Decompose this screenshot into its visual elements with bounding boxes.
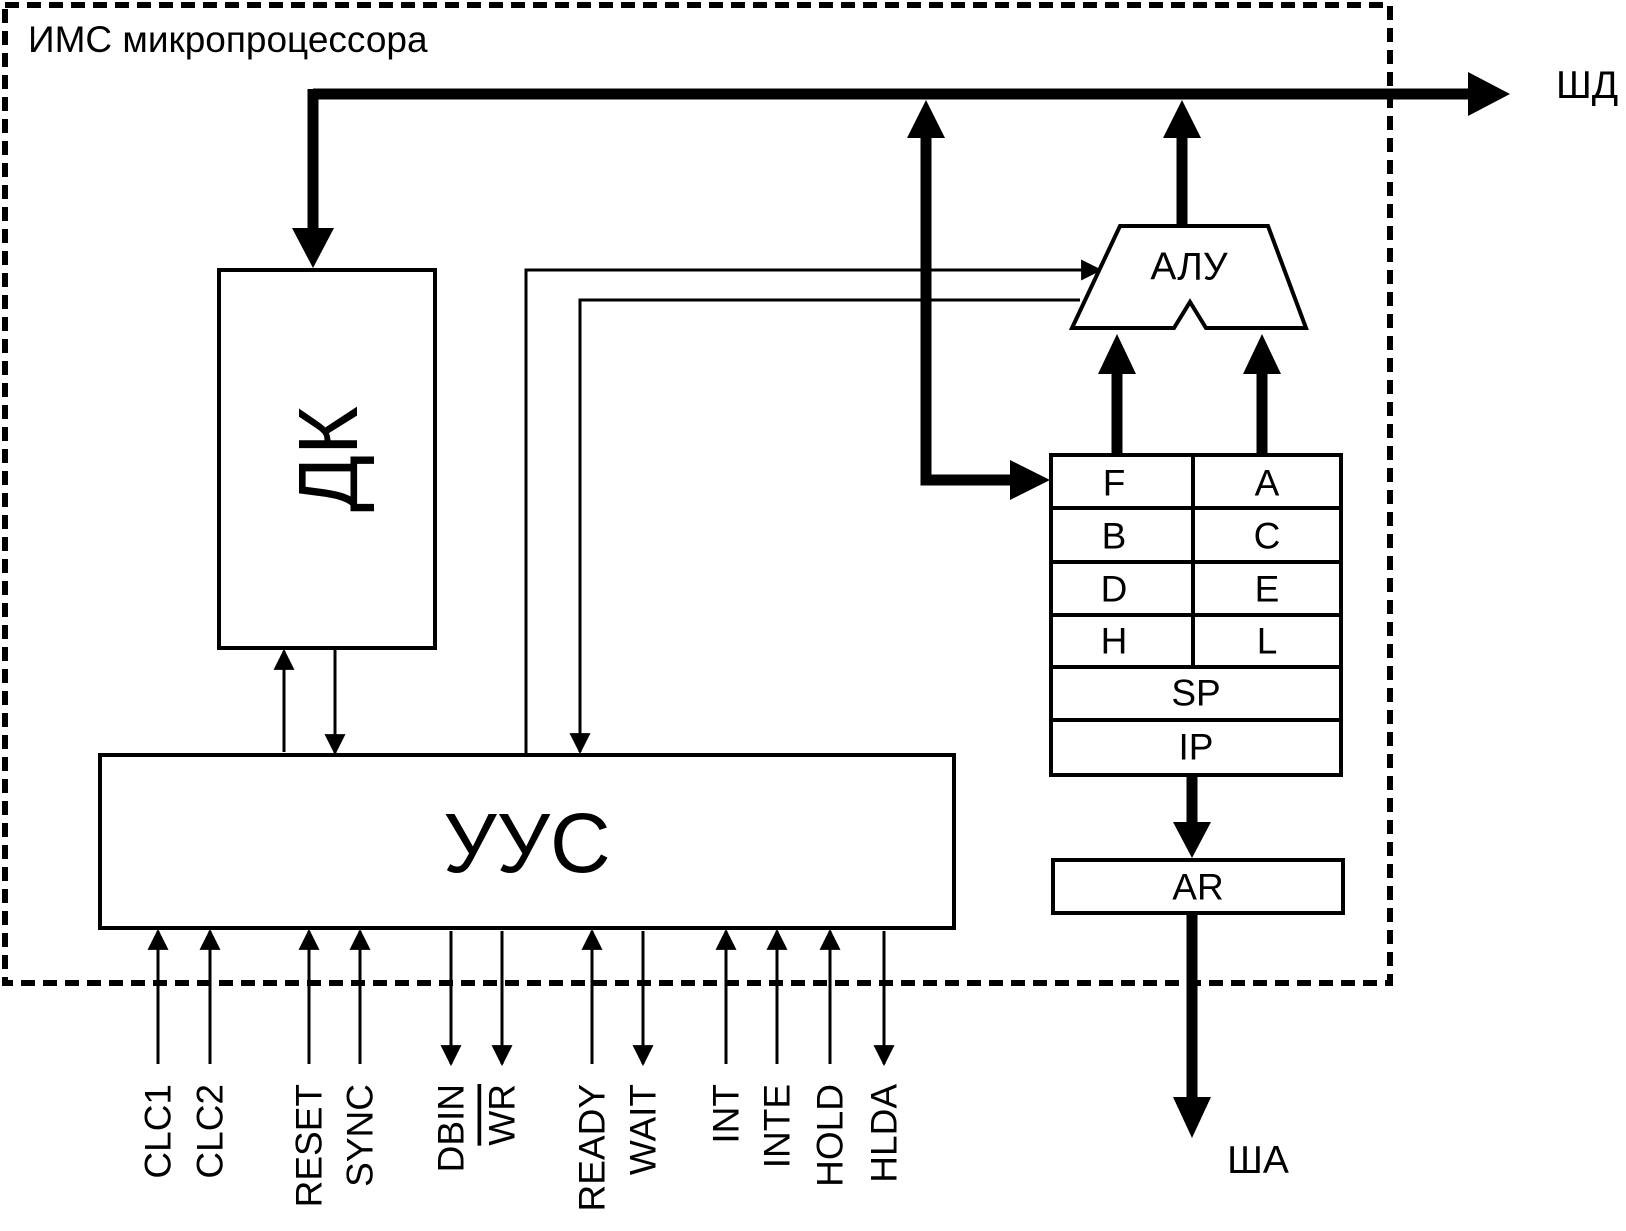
signal-label-wait: WAIT	[623, 1084, 664, 1175]
signal-label-int: INT	[706, 1084, 747, 1144]
signal-label-hlda: HLDA	[864, 1084, 905, 1183]
control-unit-block	[98, 753, 956, 930]
address-bus-arrowhead	[1173, 1097, 1211, 1138]
signal-label-inte: INTE	[757, 1084, 798, 1168]
data-bus-arrowhead	[1468, 72, 1510, 116]
register-b: B	[1102, 516, 1127, 557]
data-bus-label: ШД	[1556, 64, 1618, 107]
alu-label: АЛУ	[1150, 246, 1227, 289]
register-d: D	[1101, 569, 1128, 610]
signal-label-clc2: CLC2	[190, 1084, 231, 1179]
register-c: C	[1254, 516, 1281, 557]
reg-f-to-alu-arrowhead	[1098, 334, 1136, 374]
register-l: L	[1257, 621, 1278, 662]
alu-block	[1068, 224, 1309, 330]
alu-to-cu-line	[569, 298, 1080, 755]
address-bus-label: ША	[1227, 1139, 1289, 1182]
address-register-block	[1051, 858, 1345, 915]
register-ip: IP	[1179, 727, 1214, 768]
cu-to-alu-line	[524, 259, 1103, 753]
decoder-label: ДК	[281, 406, 375, 512]
bus-to-decoder-arrowhead	[292, 228, 334, 268]
signal-label-hold: HOLD	[810, 1084, 851, 1187]
control-unit-label: УУС	[443, 796, 610, 890]
chip-boundary	[2, 2, 1393, 986]
signal-label-ready: READY	[572, 1084, 613, 1211]
bus-to-register-line	[920, 138, 1010, 486]
alu-to-bus-arrowhead	[1163, 100, 1201, 138]
register-sp: SP	[1171, 673, 1220, 714]
register-a: A	[1255, 463, 1280, 504]
signal-label-dbin: DBIN	[431, 1084, 472, 1172]
register-file: F A B C D E H L SP IP	[1049, 453, 1343, 777]
address-register-label: AR	[1172, 867, 1223, 908]
chip-label: ИМС микропроцессора	[28, 19, 428, 60]
decoder-block	[217, 268, 437, 650]
bus-to-register-arrowhead	[907, 100, 945, 138]
reg-a-to-alu-arrowhead	[1243, 334, 1281, 374]
signal-label-sync: SYNC	[340, 1084, 381, 1187]
signal-label-wr: WR	[482, 1084, 523, 1146]
signal-label-clc1: CLC1	[138, 1084, 179, 1179]
signal-label-reset: RESET	[289, 1084, 330, 1207]
register-input-arrowhead	[1010, 460, 1050, 500]
register-h: H	[1101, 621, 1128, 662]
ip-to-ar-arrowhead	[1173, 822, 1211, 858]
register-f: F	[1103, 463, 1126, 504]
register-e: E	[1255, 569, 1280, 610]
